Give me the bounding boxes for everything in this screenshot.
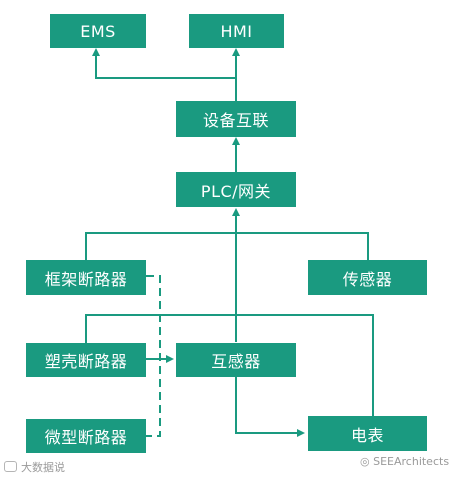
molded-breaker-label: 塑壳断路器 [44, 352, 128, 371]
hmi-box: HMI [189, 14, 284, 48]
sensor-label: 传感器 [342, 269, 393, 289]
frame-breaker-box: 框架断路器 [26, 260, 146, 295]
micro-breaker-label: 微型断路器 [44, 428, 128, 447]
ems-box: EMS [50, 14, 146, 48]
meter-label: 电表 [350, 425, 384, 445]
interconnect-box: 设备互联 [176, 101, 296, 137]
dashed-frame-link [146, 275, 161, 437]
bus-middle [85, 314, 374, 416]
ems-label: EMS [80, 21, 116, 41]
interconnect-label: 设备互联 [202, 111, 269, 130]
sensor-box: 传感器 [308, 260, 427, 295]
watermark-icon [4, 461, 17, 472]
plc-label: PLC/网关 [200, 181, 272, 201]
watermark-left-text: 大数据说 [21, 461, 65, 474]
transformer-label: 互感器 [211, 352, 261, 371]
bus-top [85, 232, 369, 260]
frame-breaker-label: 框架断路器 [44, 269, 128, 289]
transformer-box: 互感器 [176, 343, 296, 377]
link-transformer-to-meter [235, 377, 305, 437]
meter-box: 电表 [308, 416, 427, 451]
hmi-label: HMI [220, 21, 253, 41]
watermark-right-text: SEEArchitects [373, 455, 450, 468]
molded-breaker-box: 塑壳断路器 [26, 343, 146, 377]
link-interconnect-to-ems [92, 48, 236, 79]
watermark-right: ◎ SEEArchitects [360, 455, 449, 468]
micro-breaker-box: 微型断路器 [26, 419, 146, 453]
plc-box: PLC/网关 [176, 172, 296, 207]
wechat-icon: ◎ [360, 455, 374, 468]
watermark-left: 大数据说 [4, 459, 65, 475]
